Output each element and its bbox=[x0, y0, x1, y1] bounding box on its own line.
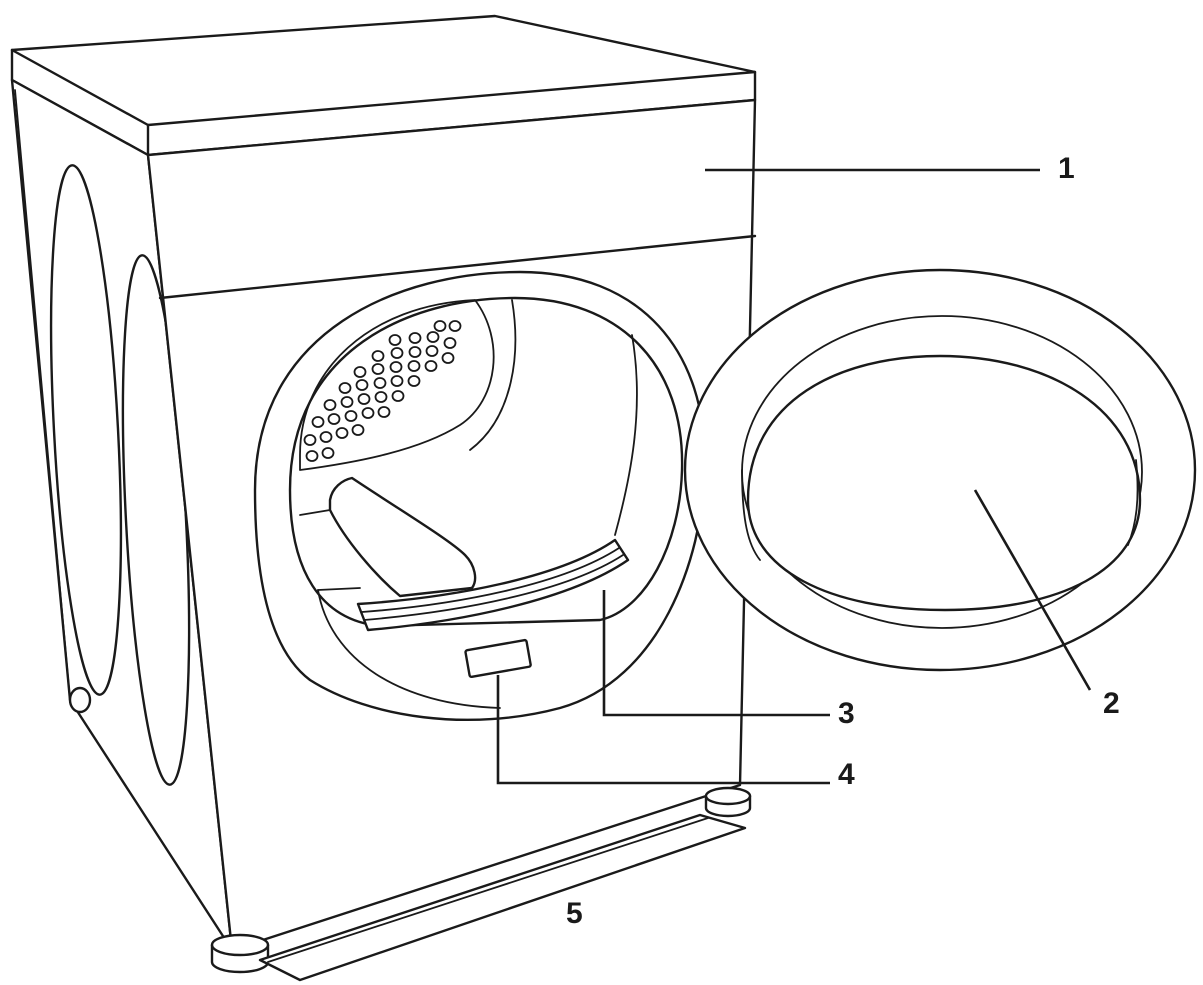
perforation-hole bbox=[443, 337, 457, 349]
cabinet-top bbox=[10, 14, 757, 157]
leader-lines bbox=[496, 168, 1092, 785]
perforation-hole bbox=[407, 360, 421, 372]
perforation-hole bbox=[319, 431, 333, 443]
perforation-hole bbox=[305, 450, 319, 462]
perforation-hole bbox=[390, 375, 404, 387]
perforation-hole bbox=[391, 390, 405, 402]
perforation-hole bbox=[344, 410, 358, 422]
fluff-filter bbox=[356, 538, 630, 632]
callout-label-4: 4 bbox=[838, 758, 855, 791]
callout-label-2: 2 bbox=[1103, 687, 1120, 720]
perforation-hole bbox=[371, 350, 385, 362]
perforation-hole bbox=[425, 345, 439, 357]
callout-labels: 1 2 3 4 5 bbox=[566, 152, 1120, 930]
drum-paddle bbox=[328, 476, 477, 598]
sensor-indicator bbox=[464, 638, 532, 679]
perforation-hole bbox=[408, 332, 422, 344]
perforation-hole bbox=[373, 377, 387, 389]
open-door bbox=[683, 268, 1197, 672]
perforation-hole bbox=[351, 424, 365, 436]
perforation-hole bbox=[390, 347, 404, 359]
perforation-hole bbox=[311, 416, 325, 428]
perforation-hole bbox=[407, 375, 421, 387]
control-panel-divider bbox=[158, 234, 757, 300]
drum-perforations bbox=[303, 320, 462, 462]
perforation-hole bbox=[340, 396, 354, 408]
perforation-hole bbox=[388, 334, 402, 346]
perforation-hole bbox=[303, 434, 317, 446]
feet bbox=[68, 686, 752, 974]
perforation-hole bbox=[353, 366, 367, 378]
perforation-hole bbox=[441, 352, 455, 364]
perforation-hole bbox=[355, 379, 369, 391]
callout-label-1: 1 bbox=[1058, 152, 1075, 185]
plinth bbox=[258, 813, 747, 982]
perforation-hole bbox=[327, 413, 341, 425]
door-lower-frame bbox=[317, 589, 532, 709]
perforation-hole bbox=[335, 427, 349, 439]
leader-3 bbox=[602, 590, 830, 717]
perforation-hole bbox=[377, 406, 391, 418]
perforation-hole bbox=[321, 447, 335, 459]
foot-left-back bbox=[68, 686, 92, 714]
leader-4 bbox=[496, 675, 830, 785]
perforation-hole bbox=[338, 382, 352, 394]
callout-label-3: 3 bbox=[838, 697, 855, 730]
perforation-hole bbox=[361, 407, 375, 419]
perforation-hole bbox=[448, 320, 462, 332]
perforation-hole bbox=[389, 361, 403, 373]
perforation-hole bbox=[323, 399, 337, 411]
perforation-hole bbox=[374, 391, 388, 403]
foot-front-left bbox=[210, 933, 270, 974]
perforation-hole bbox=[408, 346, 422, 358]
foot-front-right bbox=[704, 786, 752, 818]
perforation-hole bbox=[371, 363, 385, 375]
leader-2 bbox=[973, 489, 1092, 691]
perforation-hole bbox=[424, 360, 438, 372]
callout-label-5: 5 bbox=[566, 897, 583, 930]
drum-back-wall bbox=[299, 299, 495, 471]
perforation-hole bbox=[433, 320, 447, 332]
perforation-hole bbox=[357, 393, 371, 405]
door-glass bbox=[746, 354, 1142, 612]
perforation-hole bbox=[426, 331, 440, 343]
